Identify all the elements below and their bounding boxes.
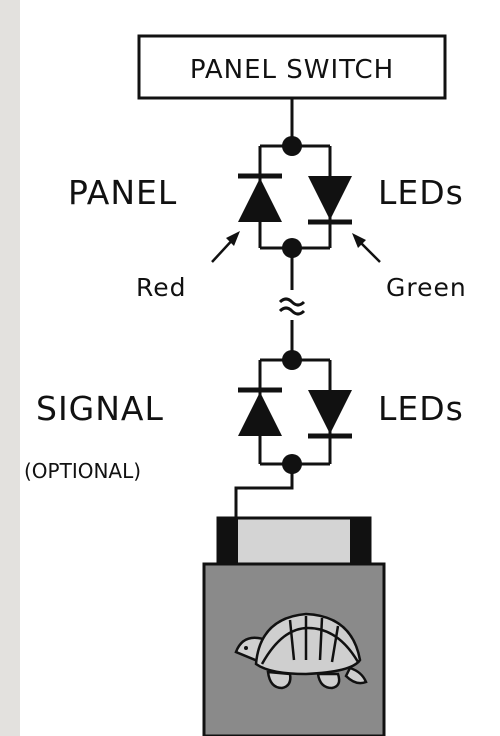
device-connector bbox=[216, 516, 372, 566]
signal-led-left bbox=[238, 387, 282, 436]
signal-label: SIGNAL bbox=[36, 389, 164, 428]
optional-label: (OPTIONAL) bbox=[24, 459, 141, 483]
leds-label-top: LEDs bbox=[378, 173, 464, 212]
signal-led-right bbox=[308, 390, 352, 439]
junction-dot bbox=[282, 238, 302, 258]
break-symbol bbox=[278, 297, 306, 316]
panel-red-led bbox=[238, 173, 282, 222]
panel-label: PANEL bbox=[68, 173, 177, 212]
red-arrow bbox=[211, 231, 240, 263]
panel-switch-label: PANEL SWITCH bbox=[190, 55, 394, 85]
panel-switch-box: PANEL SWITCH bbox=[137, 34, 447, 100]
junction-dots bbox=[282, 136, 302, 474]
junction-dot bbox=[282, 350, 302, 370]
leds-label-bottom: LEDs bbox=[378, 389, 464, 428]
junction-dot bbox=[282, 136, 302, 156]
panel-green-led bbox=[308, 176, 352, 225]
turtle-logo bbox=[234, 612, 368, 690]
green-label: Green bbox=[386, 273, 467, 302]
green-arrow bbox=[352, 233, 381, 263]
red-label: Red bbox=[136, 273, 187, 302]
junction-dot bbox=[282, 454, 302, 474]
